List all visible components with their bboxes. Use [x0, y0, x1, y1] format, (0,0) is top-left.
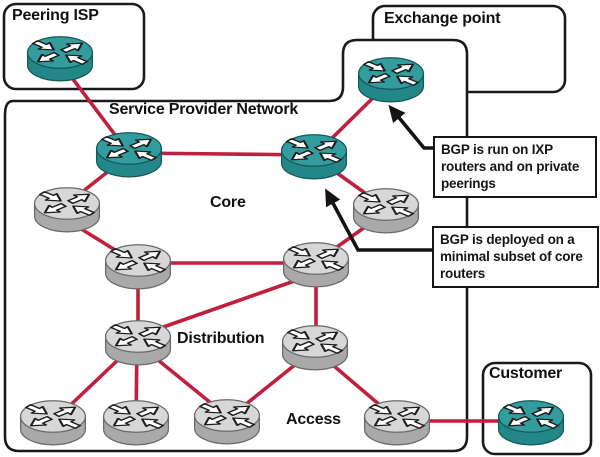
- callout-arrows: [325, 104, 436, 252]
- access-router-2-icon: [102, 399, 170, 447]
- distribution-router-left-icon: [104, 319, 172, 367]
- link-graye-distleft: [151, 277, 301, 333]
- service-provider-network-label: Service Provider Network: [109, 101, 299, 118]
- callout-bgp-ixp: BGP is run on IXP routers and on private…: [433, 136, 597, 198]
- access-router-3-icon: [193, 398, 261, 446]
- exchange-point-label: Exchange point: [384, 10, 501, 27]
- peering-isp-router-icon: [26, 35, 94, 83]
- arrow-to-ixp-router: [388, 104, 436, 150]
- ixp-router-icon: [357, 56, 425, 104]
- peering-isp-label: Peering ISP: [12, 7, 99, 24]
- access-router-4-icon: [363, 399, 431, 447]
- core-gray-ne-router-icon: [352, 187, 420, 235]
- customer-router-icon: [497, 399, 565, 447]
- distribution-router-right-icon: [281, 324, 349, 372]
- distribution-layer-label: Distribution: [177, 330, 265, 347]
- access-router-1-icon: [19, 399, 87, 447]
- access-layer-label: Access: [286, 411, 341, 428]
- core-gray-e-router-icon: [282, 241, 350, 289]
- core-router-right-icon: [280, 133, 348, 181]
- core-layer-label: Core: [210, 194, 246, 211]
- callout-bgp-core: BGP is deployed on a minimal subset of c…: [432, 226, 599, 288]
- core-router-left-icon: [95, 131, 163, 179]
- customer-label: Customer: [489, 365, 563, 382]
- core-gray-nw-router-icon: [33, 186, 101, 234]
- arrow-to-core-router: [325, 188, 436, 252]
- core-gray-w-router-icon: [104, 243, 172, 291]
